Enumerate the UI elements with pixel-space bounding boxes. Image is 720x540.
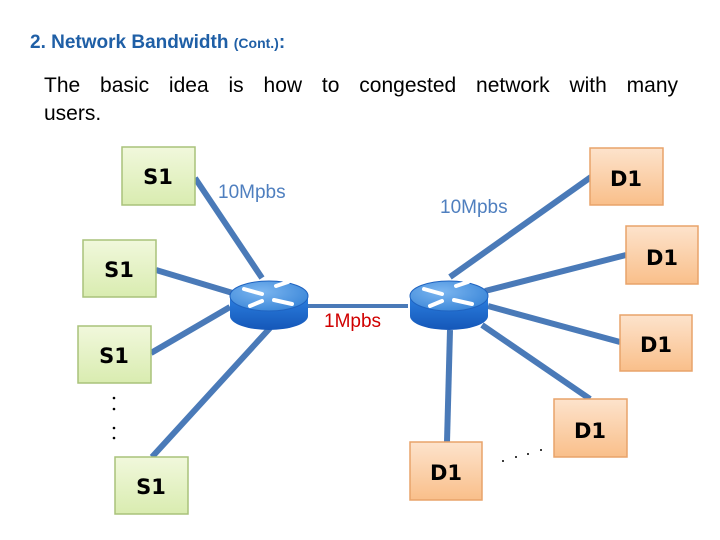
router-left <box>229 280 309 330</box>
source-label: S1 <box>104 258 134 282</box>
destination-node: D1 <box>553 398 628 458</box>
slide-title-main: 2. Network Bandwidth <box>30 32 234 53</box>
router-icon <box>409 280 489 330</box>
source-node: S1 <box>82 239 157 298</box>
slide-title-colon: : <box>278 32 286 53</box>
destination-node: D1 <box>625 225 699 285</box>
destination-node: D1 <box>619 314 693 372</box>
slide-title: 2. Network Bandwidth (Cont.): <box>30 32 285 54</box>
source-node: S1 <box>77 325 152 384</box>
router-right <box>409 280 489 330</box>
link-router-d1a <box>448 174 593 280</box>
destination-node: D1 <box>409 441 483 501</box>
source-node: S1 <box>114 456 189 515</box>
destination-ellipsis <box>502 449 542 462</box>
slide-title-cont: (Cont.) <box>233 35 279 51</box>
source-label: S1 <box>99 344 129 368</box>
destination-label: D1 <box>430 461 462 485</box>
link-s1a-router <box>192 176 265 280</box>
link-s1d-router <box>149 325 273 460</box>
bandwidth-label-access-right: 10Mpbs <box>440 197 508 218</box>
source-label: S1 <box>143 165 173 189</box>
destination-node: D1 <box>589 147 664 206</box>
destination-label: D1 <box>646 246 678 270</box>
source-ellipsis <box>112 396 116 440</box>
link-router-d1d <box>480 322 592 402</box>
source-label: S1 <box>136 475 166 499</box>
bandwidth-label-access-left: 10Mpbs <box>218 182 286 203</box>
destination-label: D1 <box>610 167 642 191</box>
destination-label: D1 <box>640 333 672 357</box>
body-line-2: users. <box>44 102 102 125</box>
link-router-d1b <box>484 252 627 294</box>
slide-body-text: The basic idea is how to congested netwo… <box>44 72 678 128</box>
link-router-d1e <box>444 329 453 443</box>
link-router-d1c <box>487 303 621 345</box>
body-line-1: The basic idea is how to congested netwo… <box>44 74 678 97</box>
destination-label: D1 <box>574 419 606 443</box>
router-icon <box>229 280 309 330</box>
link-s1c-router <box>149 304 232 356</box>
source-node: S1 <box>121 146 196 206</box>
bandwidth-label-bottleneck: 1Mpbs <box>324 311 381 332</box>
link-s1b-router <box>155 267 237 297</box>
